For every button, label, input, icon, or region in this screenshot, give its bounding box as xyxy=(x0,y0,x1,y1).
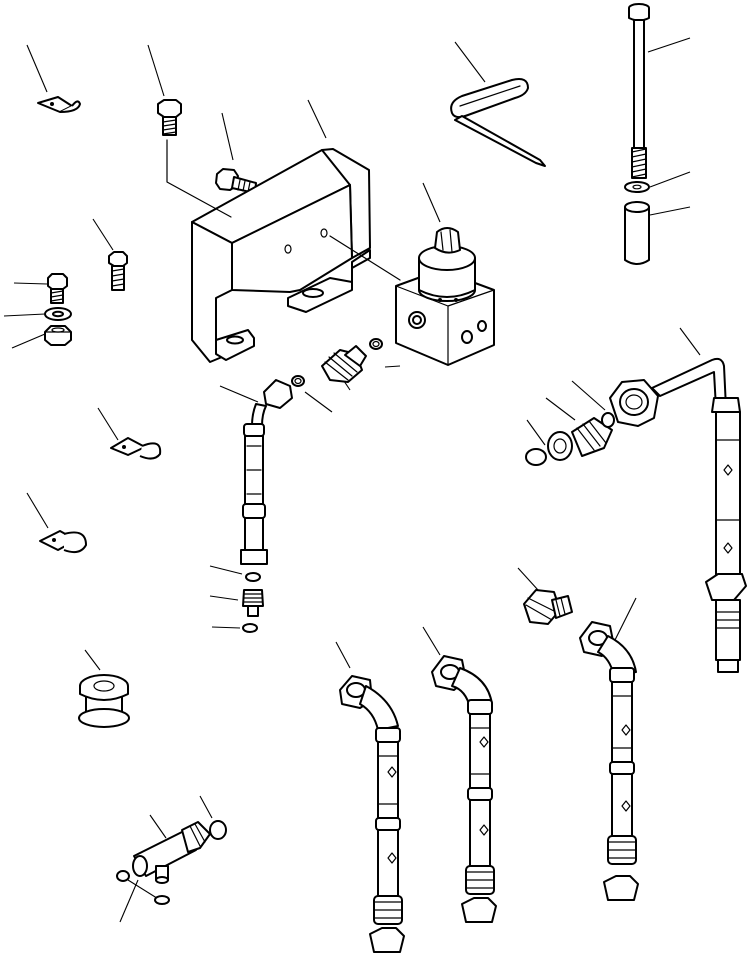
bottom-hose-left xyxy=(340,676,404,952)
straight-connector xyxy=(524,590,572,624)
hex-bolt-top xyxy=(158,100,181,135)
left-hose xyxy=(241,380,292,632)
center-fitting xyxy=(292,339,382,386)
clip-top-left xyxy=(38,97,80,112)
right-fitting-set xyxy=(526,413,614,465)
clip-lower-left xyxy=(40,531,86,552)
bottom-hose-right xyxy=(580,622,638,900)
hose-markings xyxy=(388,465,732,863)
right-top-hose xyxy=(610,359,746,672)
long-rod xyxy=(625,4,649,264)
hairpin-pin xyxy=(451,79,545,166)
valve-block xyxy=(330,228,494,365)
bolt-washer-nut-stack xyxy=(45,274,71,345)
hex-bolt-bracket xyxy=(216,169,256,193)
bottom-hose-middle xyxy=(432,656,496,922)
check-valve xyxy=(117,821,226,904)
short-bolt xyxy=(109,252,127,290)
clip-middle-left xyxy=(111,438,160,459)
grommet xyxy=(79,675,129,727)
mounting-bracket xyxy=(167,140,370,362)
callout-leaders xyxy=(4,38,700,922)
